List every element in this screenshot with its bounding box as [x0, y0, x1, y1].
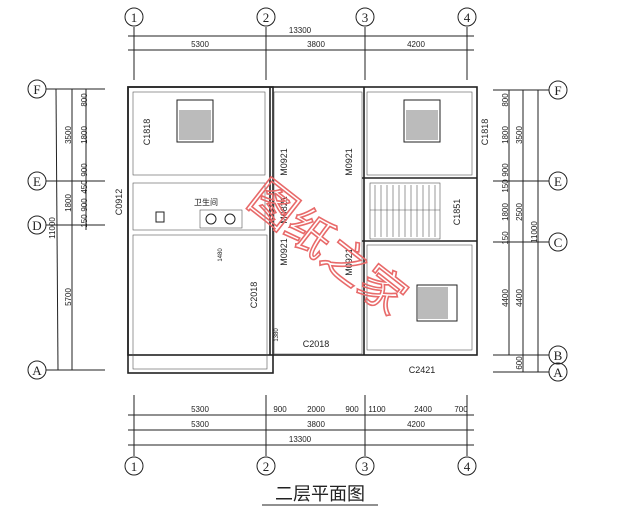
dim-text: 1800 — [501, 203, 510, 221]
axis-label: 4 — [464, 10, 471, 25]
dim-text: 5300 — [191, 405, 209, 414]
right-axis: F E C B A 800 1800 900 150 1800 150 4400… — [493, 80, 568, 382]
dim-text: 1100 — [368, 405, 386, 414]
stairs — [369, 182, 441, 240]
dim-text: 900 — [80, 198, 89, 212]
dim-text: 900 — [273, 405, 287, 414]
dim-text: 800 — [80, 93, 89, 107]
dim-text: 600 — [515, 356, 524, 370]
axis-label: B — [554, 348, 563, 363]
window-label: C0912 — [114, 189, 124, 216]
dim-text: 13300 — [289, 26, 312, 35]
dim-text: 700 — [454, 405, 468, 414]
dim-text: 3800 — [307, 40, 325, 49]
axis-label: 2 — [263, 459, 270, 474]
dim-text: 11000 — [530, 221, 539, 243]
axis-label: F — [554, 83, 561, 98]
dim-text: 150 — [501, 179, 510, 193]
axis-label: 3 — [362, 459, 369, 474]
axis-label: 1 — [131, 459, 138, 474]
watermark: 图纸之家 — [239, 169, 417, 325]
dim-text: 5300 — [191, 40, 209, 49]
axis-label: C — [554, 235, 563, 250]
dim-text: 450 — [80, 180, 89, 194]
drawing-title: 二层平面图 — [275, 484, 365, 505]
dim-text: 150 — [501, 231, 510, 245]
dim-text: 11000 — [48, 217, 57, 239]
axis-label: A — [32, 363, 42, 378]
dim-text: 1480 — [218, 248, 224, 262]
axis-label: 1 — [131, 10, 138, 25]
dim-text: 900 — [345, 405, 359, 414]
axis-label: D — [32, 218, 41, 233]
window-label: C2421 — [409, 365, 436, 375]
dim-text: 3800 — [307, 420, 325, 429]
door-label: M0821 — [279, 196, 289, 224]
dim-text: 13300 — [289, 435, 312, 444]
dim-text: 150 — [80, 214, 89, 228]
dim-text: 5300 — [191, 420, 209, 429]
dim-text: 4200 — [407, 420, 425, 429]
axis-label: 3 — [362, 10, 369, 25]
axis-label: F — [33, 82, 40, 97]
door-label: M0921 — [279, 238, 289, 266]
dim-text: 3500 — [64, 126, 73, 144]
bottom-axis: 1 2 3 4 5300 900 2000 900 1100 2400 700 … — [124, 395, 477, 476]
bathroom-fixtures — [155, 209, 243, 229]
dim-text: 2400 — [414, 405, 432, 414]
dim-text: 2500 — [515, 203, 524, 221]
beds — [176, 99, 458, 322]
dim-text: 4400 — [515, 289, 524, 307]
room-labels: C1818 C1818 M0921 M0921 M0821 M0921 M092… — [114, 119, 490, 375]
dim-text: 900 — [501, 163, 510, 177]
dim-text: 4400 — [501, 289, 510, 307]
dim-text: 4200 — [407, 40, 425, 49]
left-axis: F E D A 800 1800 900 450 900 150 3500 18… — [27, 79, 105, 380]
dim-text: 3500 — [515, 126, 524, 144]
dim-text: 900 — [80, 163, 89, 177]
window-label: C2018 — [303, 339, 330, 349]
axis-label: 4 — [464, 459, 471, 474]
window-label: C2018 — [249, 282, 259, 309]
building-walls — [127, 86, 478, 374]
dim-text: 800 — [501, 93, 510, 107]
dim-text: 1800 — [80, 126, 89, 144]
window-label: C1818 — [480, 119, 490, 146]
door-label: M0921 — [344, 148, 354, 176]
dim-text: 2000 — [307, 405, 325, 414]
axis-label: 2 — [263, 10, 270, 25]
door-label: M0921 — [344, 248, 354, 276]
top-axis: 1 2 3 4 13300 5300 3800 4200 — [124, 7, 477, 80]
dim-text: 1380 — [274, 328, 280, 342]
window-label: C1851 — [452, 199, 462, 226]
axis-label: A — [553, 365, 563, 380]
room-name: 卫生间 — [194, 197, 218, 207]
axis-label: E — [33, 174, 41, 189]
door-label: M0921 — [279, 148, 289, 176]
window-label: C1818 — [142, 119, 152, 146]
dim-text: 5700 — [64, 288, 73, 306]
axis-label: E — [554, 174, 562, 189]
dim-text: 1800 — [64, 194, 73, 212]
dim-text: 1800 — [501, 126, 510, 144]
